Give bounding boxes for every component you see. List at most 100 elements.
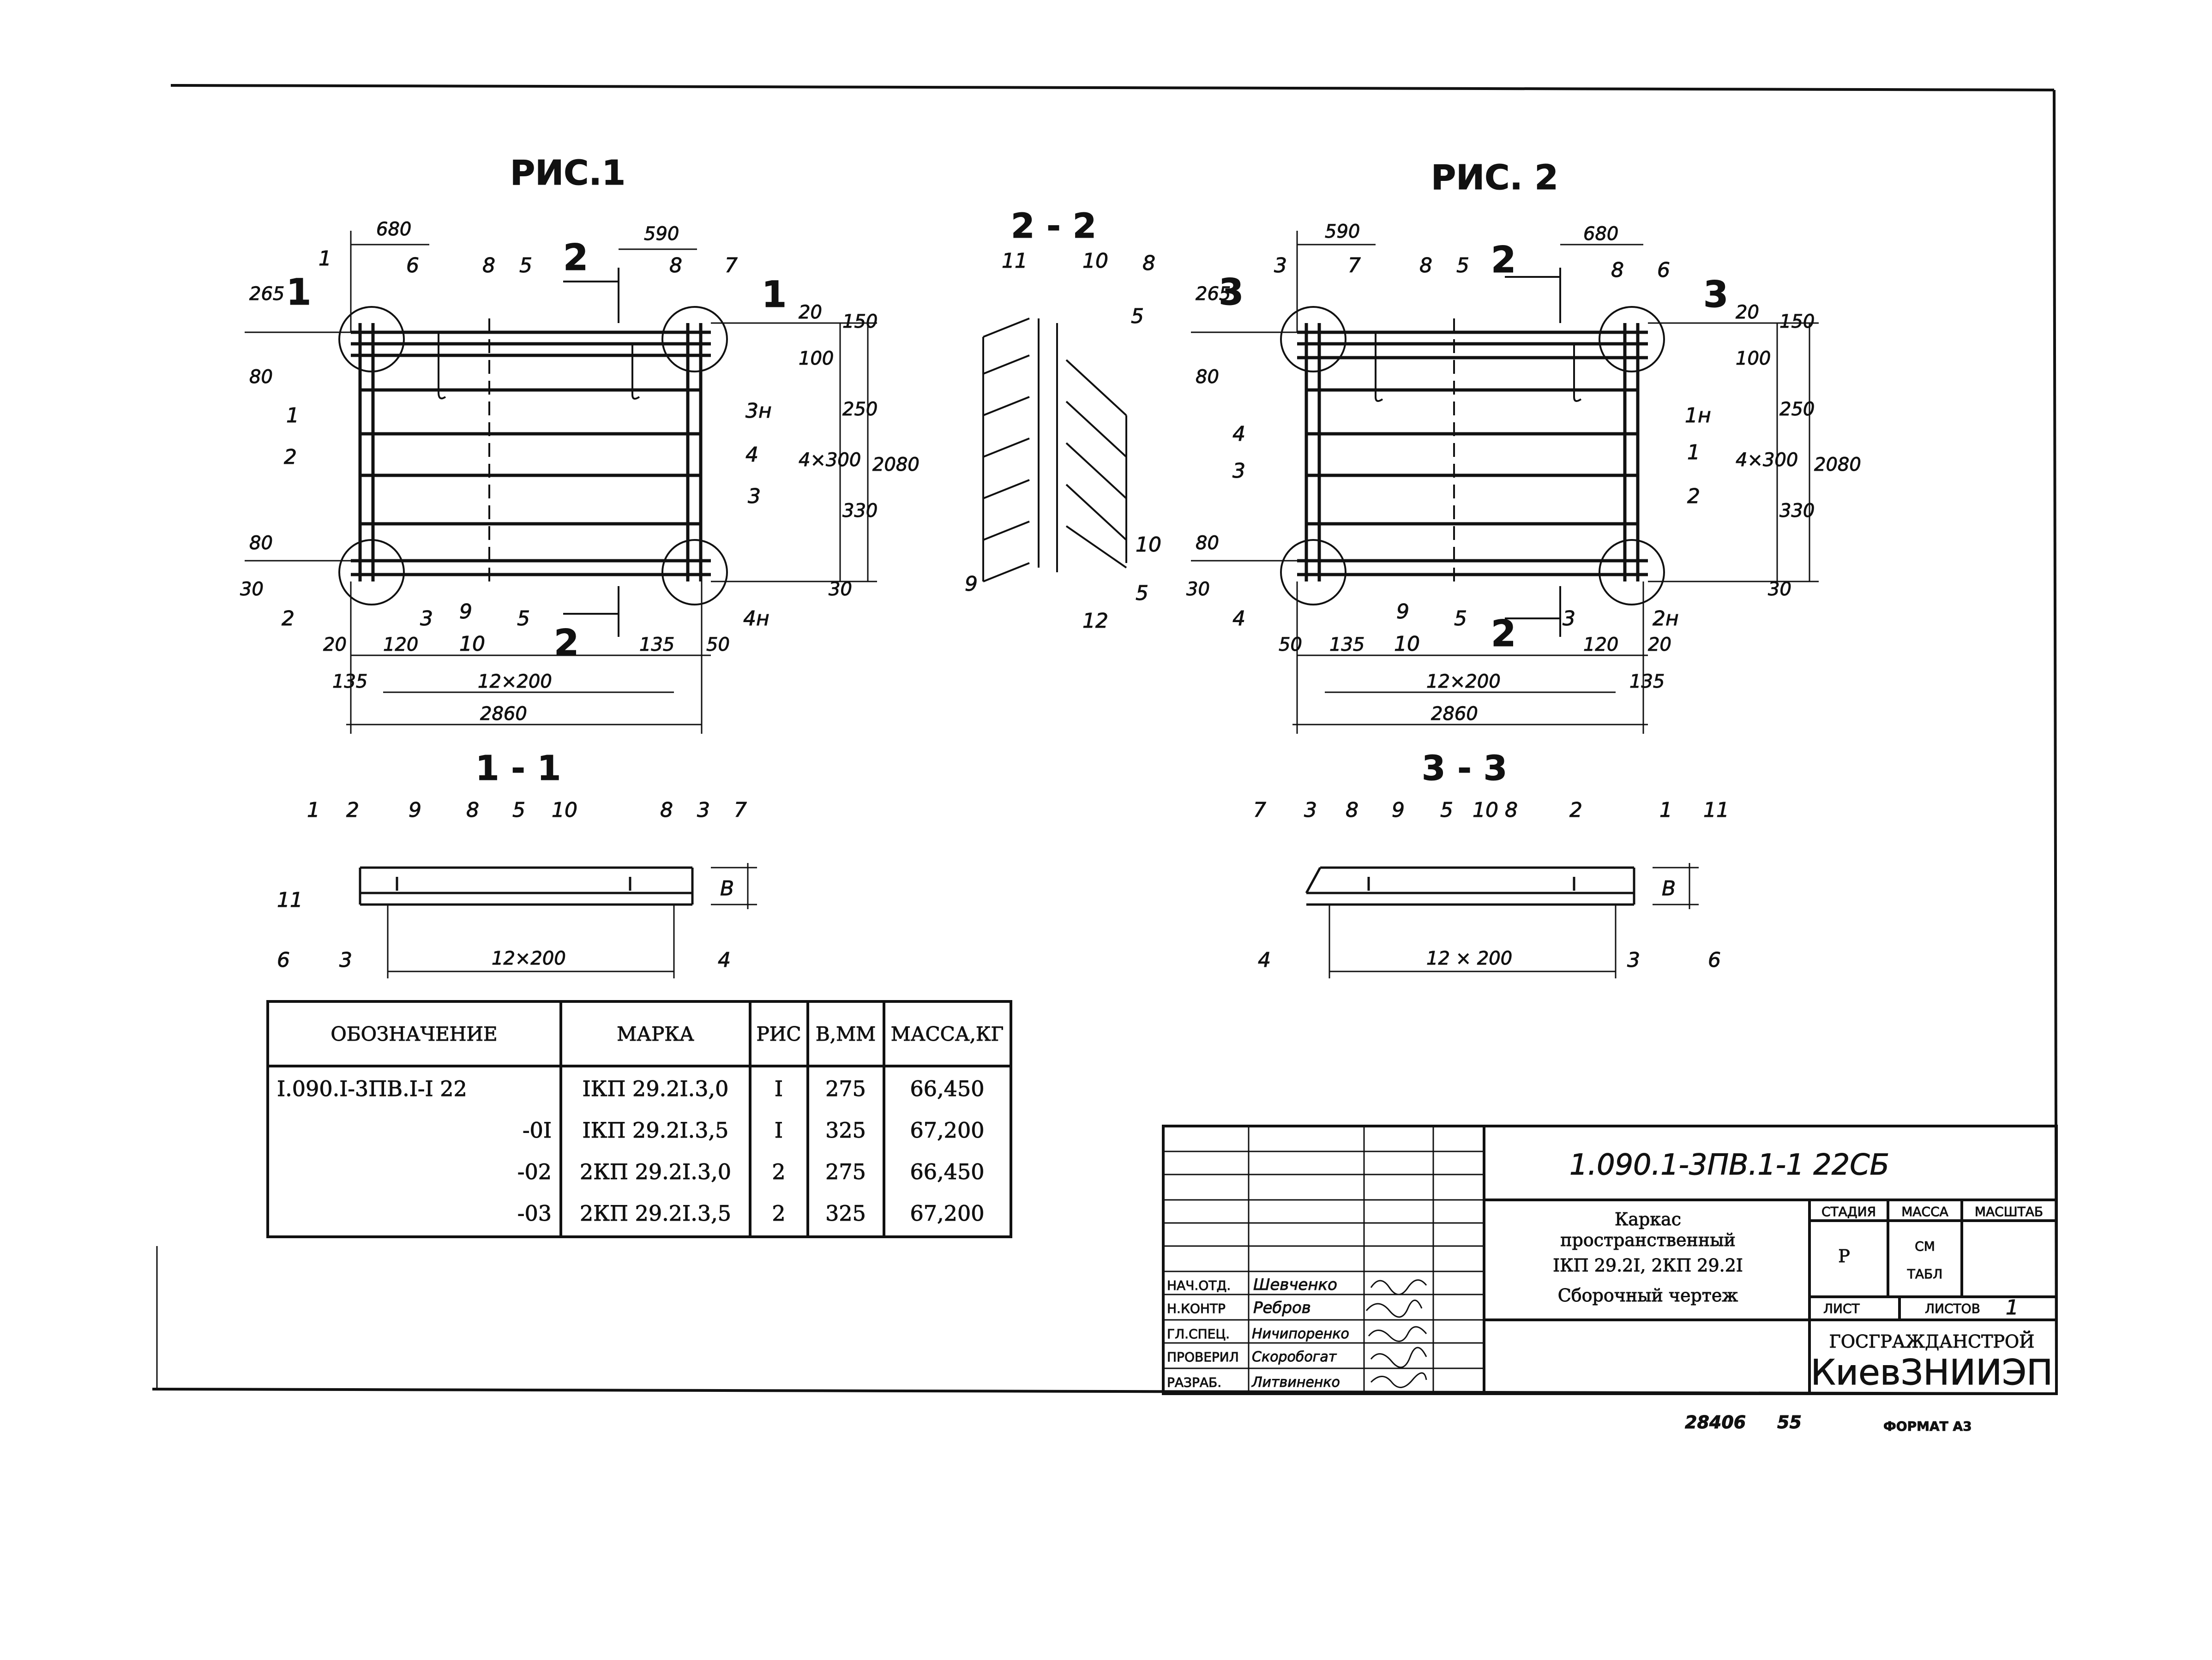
fig1-dim-2080: 2080 <box>872 454 920 475</box>
fig2-pos: 7 <box>1348 254 1361 277</box>
sec33-dim: 12 × 200 <box>1426 948 1512 969</box>
fig1-dim-120: 120 <box>383 634 418 655</box>
sec22-pos: 8 <box>1142 252 1155 275</box>
sec11-pos: 6 <box>277 948 290 972</box>
fig2-pos: 9 <box>1396 600 1409 623</box>
fig2-dim-265: 265 <box>1196 283 1231 305</box>
document-name-line: пространственный <box>1560 1230 1736 1250</box>
fig2-pos: 5 <box>1456 254 1469 277</box>
sheet-frame <box>152 84 2058 1395</box>
sec22-pos: 11 <box>1002 249 1028 273</box>
sec33-pos: 8 <box>1346 798 1358 822</box>
spec-cell: -03 <box>517 1201 552 1226</box>
fig1-pos: 1 <box>286 404 299 427</box>
spec-header-fig: РИС <box>756 1023 801 1045</box>
fig2-dim-50: 50 <box>1279 634 1302 655</box>
fig1-cut-2-bottom: 2 <box>554 623 579 664</box>
spec-cell: 66,450 <box>910 1076 985 1101</box>
fig2-dim-30: 30 <box>1186 579 1210 600</box>
figure-2-dim-lines <box>1191 231 1819 734</box>
fig1-dim-150: 150 <box>842 311 878 332</box>
spec-header-mark: МАРКА <box>617 1023 694 1045</box>
sec33-pos: 5 <box>1440 798 1453 822</box>
fig1-pos: 5 <box>519 254 532 277</box>
spec-cell: IКП 29.2I.3,5 <box>583 1118 729 1143</box>
spec-cell: 2 <box>772 1201 785 1226</box>
sec11-pos: 10 <box>552 798 577 822</box>
sec33-pos: 10 <box>1473 798 1498 822</box>
spec-cell: 2 <box>772 1159 785 1184</box>
fig1-cut-1-right: 1 <box>762 274 787 316</box>
fig1-pos: 5 <box>517 607 530 630</box>
fig2-dim-4x300: 4×300 <box>1736 449 1798 471</box>
mass-header: МАССА <box>1901 1204 1948 1219</box>
fig1-pos: 3 <box>748 485 761 508</box>
stage-value: Р <box>1838 1246 1850 1266</box>
fig2-pos: 8 <box>1419 254 1432 277</box>
spec-cell: 2КП 29.2I.3,5 <box>580 1201 731 1226</box>
fig1-dim-100: 100 <box>799 348 834 369</box>
fig1-dim-80a: 80 <box>249 366 273 388</box>
mass-value: СМ <box>1915 1239 1935 1254</box>
sec11-pos: 8 <box>660 798 673 822</box>
fig2-pos: 1 <box>1687 441 1700 464</box>
sec11-pos: 5 <box>512 798 525 822</box>
sec22-pos: 9 <box>965 572 978 596</box>
fig2-dim-2860: 2860 <box>1431 703 1478 725</box>
fig2-dim-120: 120 <box>1583 634 1618 655</box>
sec33-pos: 2 <box>1569 798 1582 822</box>
fig2-pos: 3 <box>1232 459 1245 483</box>
sheets-value: 1 <box>2006 1296 2019 1319</box>
fig1-pos: 7 <box>725 254 738 277</box>
sec33-pos: 1 <box>1659 798 1672 822</box>
fig2-dim-100: 100 <box>1736 348 1771 369</box>
fig2-pos: 2н <box>1653 607 1679 630</box>
sec11-pos: 11 <box>277 888 303 912</box>
section-3-3: 3 - 3 7 3 8 9 5 10 8 2 1 11 4 3 6 <box>1253 749 1730 978</box>
spec-cell: 66,450 <box>910 1159 985 1184</box>
fig1-pos: 9 <box>459 600 472 623</box>
fig1-dim-80b: 80 <box>249 533 273 554</box>
sec11-pos: 9 <box>409 798 421 822</box>
spec-cell: 2КП 29.2I.3,0 <box>580 1159 731 1184</box>
role-label: НАЧ.ОТД. <box>1167 1278 1231 1293</box>
fig1-pos: 8 <box>669 254 682 277</box>
person-name: Ребров <box>1253 1299 1311 1317</box>
sheets-label: ЛИСТОВ <box>1925 1301 1980 1316</box>
sec11-dim: 12×200 <box>492 948 566 969</box>
sec33-height: B <box>1662 877 1676 900</box>
fig2-dim-2080: 2080 <box>1814 454 1861 475</box>
sec22-pos: 10 <box>1136 533 1161 557</box>
sheet-label: ЛИСТ <box>1823 1301 1860 1316</box>
spec-header-b: B,MM <box>816 1023 876 1045</box>
fig2-cut-2-bottom: 2 <box>1491 613 1516 655</box>
figure-1: РИС.1 <box>240 153 920 734</box>
figure-2-cage <box>1297 323 1648 581</box>
fig2-pos: 8 <box>1611 258 1624 282</box>
sec11-pos: 3 <box>697 798 710 822</box>
fig1-dim-4x300: 4×300 <box>799 449 861 471</box>
fig2-dim-20b: 20 <box>1648 634 1671 655</box>
fig2-pos: 2 <box>1687 485 1700 508</box>
person-name: Скоробогат <box>1252 1349 1337 1365</box>
fig1-dim-590: 590 <box>644 223 679 245</box>
figure-1-title: РИС.1 <box>510 153 625 193</box>
person-name: Литвиненко <box>1251 1374 1340 1390</box>
organization-line-2: КиевЗНИИЭП <box>1811 1352 2053 1393</box>
sec11-pos: 8 <box>466 798 479 822</box>
sec33-pos: 3 <box>1304 798 1317 822</box>
section-1-1-title: 1 - 1 <box>475 749 561 788</box>
figure-1-dim-lines <box>245 231 877 734</box>
section-1-1: 1 - 1 1 2 9 8 5 10 8 3 7 11 6 3 4 <box>277 749 757 978</box>
fig2-dim-30r: 30 <box>1768 579 1791 600</box>
section-3-3-title: 3 - 3 <box>1422 749 1507 788</box>
fig1-dim-20: 20 <box>799 302 822 323</box>
sec33-pos: 8 <box>1505 798 1518 822</box>
document-code: 1.090.1-3ПB.1-1 22СБ <box>1569 1148 1889 1181</box>
mass-value: ТАБЛ <box>1907 1266 1943 1282</box>
spec-cell: -0I <box>523 1118 552 1143</box>
fig2-dim-135r: 135 <box>1629 671 1665 692</box>
fig2-dim-80b: 80 <box>1196 533 1219 554</box>
sec22-pos: 12 <box>1082 609 1108 633</box>
